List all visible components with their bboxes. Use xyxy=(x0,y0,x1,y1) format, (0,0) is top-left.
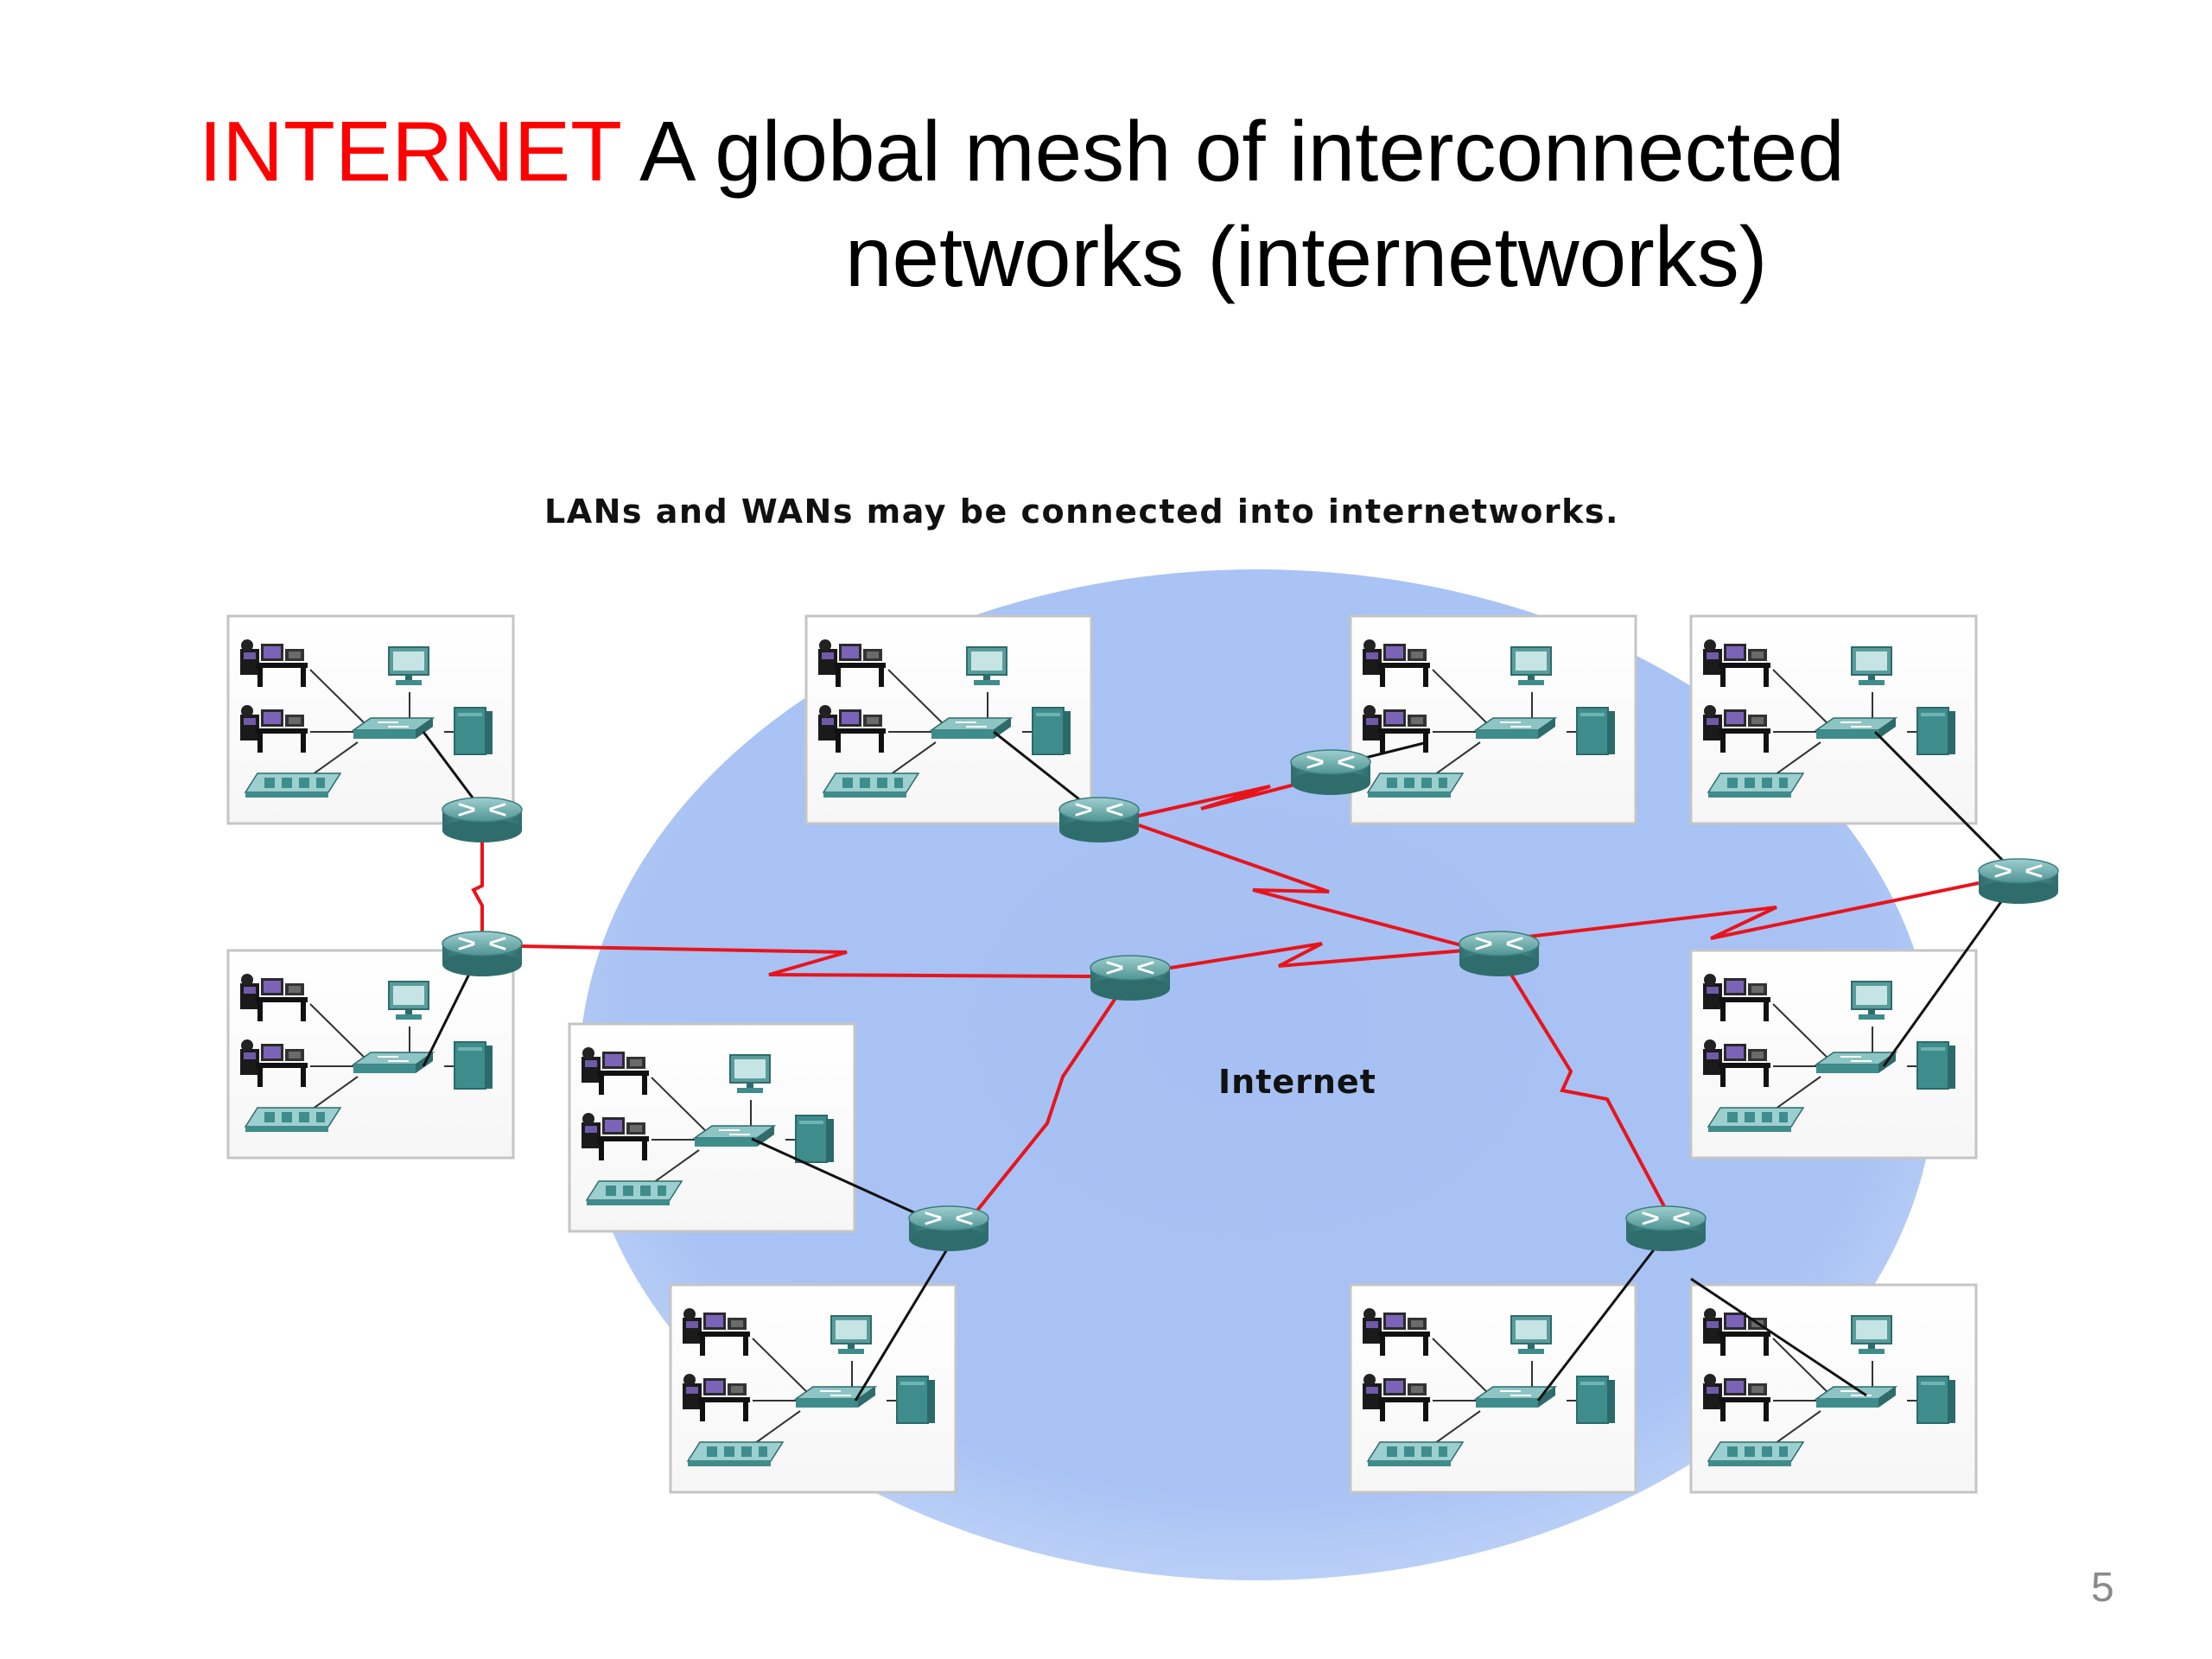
title-accent: INTERNET xyxy=(199,104,621,199)
page-number: 5 xyxy=(2091,1565,2114,1611)
router-icon xyxy=(907,1205,990,1253)
slide-title: INTERNET A global mesh of interconnected xyxy=(199,109,1845,194)
lan-uplinks xyxy=(422,730,2015,1402)
diagram-caption: LANs and WANs may be connected into inte… xyxy=(544,493,1619,531)
router-icon xyxy=(1089,954,1172,1002)
router-icon xyxy=(1977,857,2060,906)
router-icon xyxy=(1624,1205,1707,1253)
lan-panel xyxy=(671,1285,956,1492)
internet-label: Internet xyxy=(1218,1063,1376,1101)
router-icon xyxy=(441,796,524,844)
wan-links xyxy=(471,772,1980,1222)
lan-panel xyxy=(1691,950,1976,1158)
lan-panel xyxy=(569,1024,855,1231)
title-text: A global mesh of interconnected xyxy=(639,104,1845,199)
lan-panel xyxy=(806,616,1091,823)
router-icon xyxy=(1058,796,1141,844)
router-icon xyxy=(1289,748,1372,797)
lan-panel xyxy=(1351,616,1636,823)
router-icon xyxy=(1458,930,1541,978)
lan-panel xyxy=(228,950,513,1158)
lan-panel xyxy=(228,616,513,823)
slide-title-line-2: networks (internetworks) xyxy=(845,209,1768,304)
router-icon xyxy=(441,930,524,978)
lan-panel xyxy=(1691,1285,1976,1492)
lan-panel xyxy=(1351,1285,1636,1492)
